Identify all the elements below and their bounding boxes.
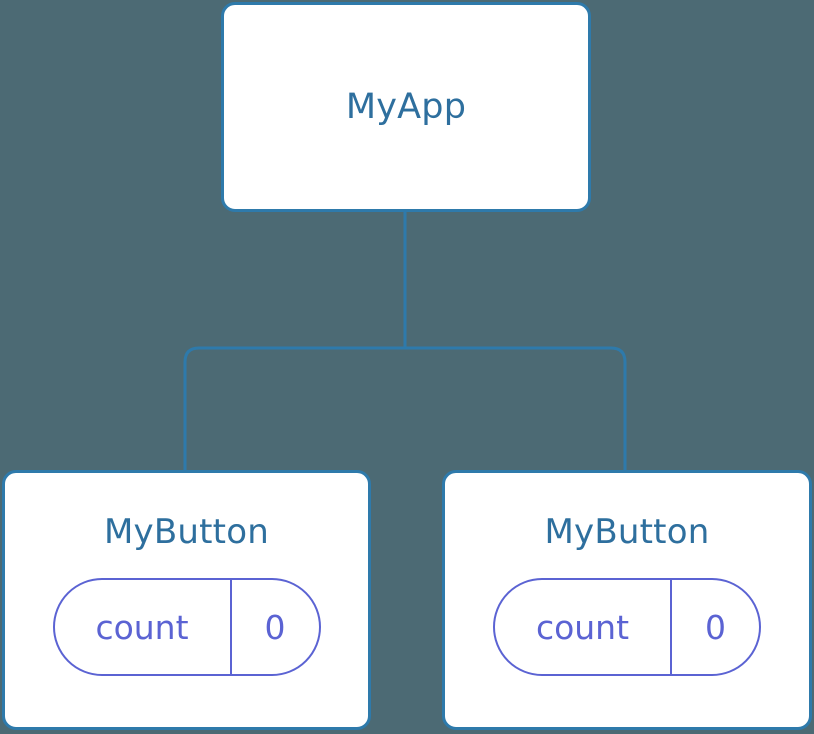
edge-branch-bar bbox=[183, 346, 627, 470]
node-mybutton-1-title: MyButton bbox=[104, 512, 269, 552]
state-pill-key-1: count bbox=[95, 607, 189, 647]
node-mybutton-1[interactable]: MyButton count 0 bbox=[2, 470, 371, 730]
node-myapp-title: MyApp bbox=[345, 86, 467, 127]
node-myapp[interactable]: MyApp bbox=[221, 2, 591, 212]
state-pill-key-cell-1: count bbox=[55, 580, 232, 674]
state-pill-value-cell-2: 0 bbox=[672, 580, 759, 674]
state-pill-value-1: 0 bbox=[264, 607, 286, 647]
state-pill-value-cell-1: 0 bbox=[232, 580, 319, 674]
state-pill-count-2[interactable]: count 0 bbox=[493, 578, 761, 676]
state-pill-count-1[interactable]: count 0 bbox=[52, 578, 321, 676]
state-pill-key-cell-2: count bbox=[495, 580, 672, 674]
state-pill-key-2: count bbox=[535, 607, 630, 647]
state-pill-value-2: 0 bbox=[705, 607, 726, 647]
node-mybutton-2-title: MyButton bbox=[544, 512, 710, 552]
node-mybutton-2[interactable]: MyButton count 0 bbox=[442, 470, 812, 730]
